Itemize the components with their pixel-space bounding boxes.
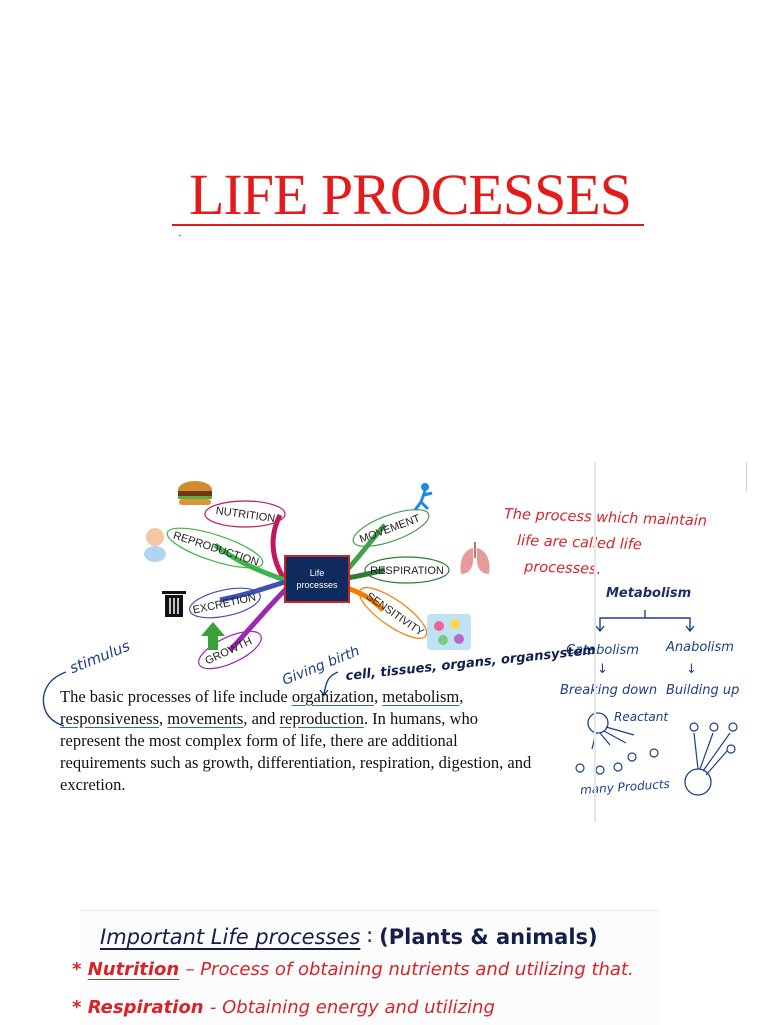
divider	[594, 462, 596, 822]
label-excretion: EXCRETION	[192, 592, 257, 617]
branch-nutrition	[270, 513, 288, 582]
paragraph-text: ,	[374, 687, 383, 706]
paragraph-text: ,	[459, 687, 464, 706]
title-underline	[172, 224, 644, 226]
label-sensitivity: SENSITIVITY	[364, 590, 427, 639]
bubble-excretion	[189, 587, 261, 619]
stimulus-note: stimulus	[66, 636, 133, 678]
center-label-line1: Life	[310, 568, 325, 578]
term-responsiveness: responsiveness	[60, 709, 159, 728]
bullet-star: *	[72, 959, 82, 980]
respiration-desc: - Obtaining energy and utilizing	[209, 997, 495, 1018]
bubble-movement	[352, 509, 430, 547]
reactant-label: Reactant	[614, 710, 669, 724]
important-heading-text: Important Life processes	[100, 925, 361, 949]
definition-note: The process which maintain life are call…	[502, 501, 708, 586]
running-person-icon	[413, 483, 433, 511]
burger-icon	[178, 481, 212, 505]
down-arrow: ↓	[597, 662, 608, 677]
branch-reproduction	[213, 542, 286, 583]
branch-excretion	[219, 579, 286, 603]
label-movement: MOVEMENT	[358, 513, 422, 546]
trash-icon	[162, 591, 186, 617]
important-heading-colon: ∶	[367, 925, 373, 949]
branch-growth	[228, 586, 289, 652]
branch-respiration	[346, 567, 386, 581]
list-item: * Respiration - Obtaining energy and uti…	[72, 997, 495, 1018]
bullet-star: *	[72, 997, 82, 1018]
growth-arrow-icon	[201, 622, 225, 650]
bubble-reproduction	[166, 527, 264, 569]
paragraph-text: ,	[158, 709, 168, 728]
pointer-arrow	[319, 671, 339, 697]
baby-icon	[144, 528, 166, 562]
term-metabolism: metabolism	[382, 687, 460, 706]
anabolism-label: Anabolism	[666, 640, 734, 655]
lungs-icon	[460, 542, 490, 574]
branch-sensitivity	[346, 585, 385, 612]
bubble-growth	[198, 630, 262, 670]
bubble-respiration	[364, 556, 450, 584]
breaking-down-label: Breaking down	[560, 683, 658, 698]
life-processes-mindmap: NUTRITION REPRODUCTION EXCRETION GROWTH …	[144, 481, 450, 670]
intro-paragraph: The basic processes of life include orga…	[60, 686, 540, 796]
reaction-sketch	[575, 712, 738, 796]
term-respiration: Respiration	[87, 997, 204, 1018]
term-reproduction: reproduction	[279, 709, 364, 728]
paragraph-text: The basic processes of life include	[60, 687, 292, 706]
bubble-sensitivity	[358, 587, 428, 639]
metabolism-bracket	[595, 610, 695, 633]
term-nutrition: Nutrition	[87, 959, 180, 980]
branch-movement	[345, 523, 387, 572]
important-processes-section: Important Life processes ∶ (Plants & ani…	[72, 910, 660, 1025]
bubble-nutrition	[204, 500, 286, 528]
paragraph-text: , and	[243, 709, 280, 728]
senses-icon	[427, 614, 471, 650]
divider	[746, 462, 747, 492]
down-arrow: ↓	[686, 662, 697, 677]
metabolism-label: Metabolism	[606, 586, 692, 601]
tick-mark: `	[178, 232, 182, 246]
important-heading: Important Life processes ∶ (Plants & ani…	[100, 925, 598, 949]
page-title: LIFE PROCESSES	[188, 162, 632, 227]
building-up-label: Building up	[666, 683, 740, 698]
label-nutrition: NUTRITION	[215, 505, 276, 525]
paragraph-text: . In humans, who represent the most comp…	[60, 709, 532, 794]
term-movements: movements	[167, 709, 244, 728]
list-item: * Nutrition – Process of obtaining nutri…	[72, 959, 634, 980]
center-label-line2: processes	[296, 580, 338, 590]
stimulus-bracket	[42, 671, 67, 727]
label-respiration: RESPIRATION	[370, 565, 444, 577]
term-organization: organization	[291, 687, 375, 706]
center-box	[284, 555, 350, 603]
important-scope: (Plants & animals)	[379, 925, 598, 949]
nutrition-desc: – Process of obtaining nutrients and uti…	[185, 959, 634, 980]
catabolism-label: Catabolism	[566, 643, 639, 658]
